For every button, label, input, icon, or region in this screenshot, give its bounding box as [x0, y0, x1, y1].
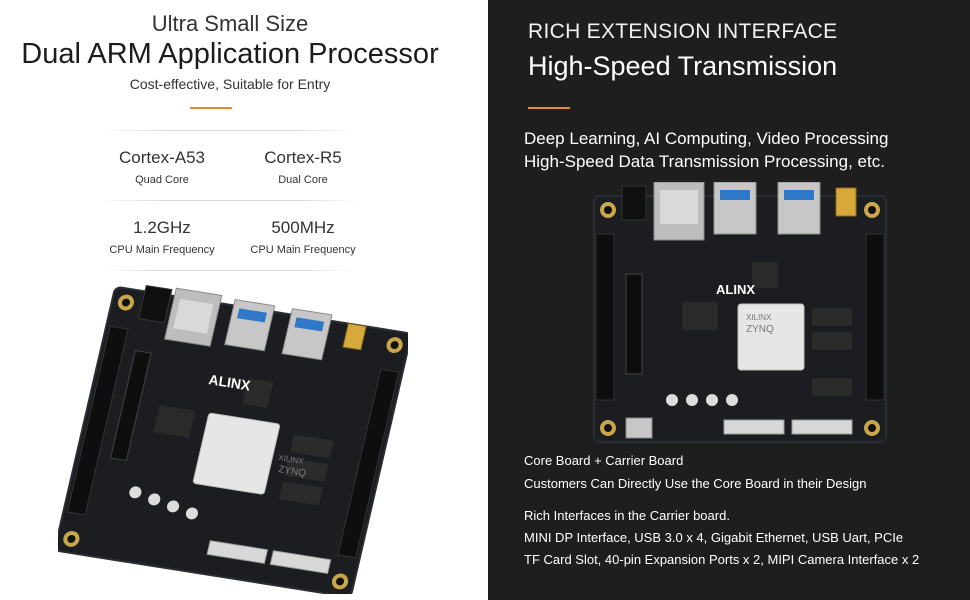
right-kicker: RICH EXTENSION INTERFACE: [528, 20, 838, 43]
board-photo-left: ALINX XILINX ZYNQ: [58, 284, 408, 594]
right-tagline-2: High-Speed Data Transmission Processing,…: [524, 152, 885, 171]
soc-name-left: ZYNQ: [278, 464, 307, 479]
soc-brand-right: XILINX: [746, 313, 772, 322]
spec-freq-r5: 500MHz CPU Main Frequency: [233, 218, 373, 256]
soc-name-right: ZYNQ: [746, 324, 774, 335]
right-title: High-Speed Transmission: [528, 51, 838, 81]
spec-caption: CPU Main Frequency: [109, 244, 215, 256]
spec-divider-top: [100, 130, 360, 131]
spec-cortex-r5: Cortex-R5 Dual Core: [233, 148, 373, 186]
spec-caption: CPU Main Frequency: [250, 244, 356, 256]
right-note-core-carrier: Core Board + Carrier Board: [524, 453, 684, 468]
board-photo-right: ALINX XILINX ZYNQ: [593, 182, 887, 443]
spec-divider-bottom: [100, 270, 360, 271]
board-brand-left: ALINX: [208, 371, 253, 393]
left-accent-rule: [190, 107, 232, 109]
right-note-interface-list-1: MINI DP Interface, USB 3.0 x 4, Gigabit …: [524, 530, 904, 545]
board-brand-right: ALINX: [716, 282, 755, 297]
soc-brand-left: XILINX: [278, 453, 305, 466]
spec-cortex-a53: Cortex-A53 Quad Core: [92, 148, 232, 186]
spec-caption: Dual Core: [278, 174, 328, 186]
left-title: Dual ARM Application Processor: [21, 38, 439, 70]
right-note-core-usage: Customers Can Directly Use the Core Boar…: [524, 476, 867, 491]
spec-value: 500MHz: [271, 218, 335, 237]
spec-freq-a53: 1.2GHz CPU Main Frequency: [92, 218, 232, 256]
spec-caption: Quad Core: [135, 174, 189, 186]
spec-value: Cortex-A53: [119, 148, 205, 167]
right-note-interface-list-2: TF Card Slot, 40-pin Expansion Ports x 2…: [524, 552, 920, 567]
spec-value: Cortex-R5: [264, 148, 342, 167]
spec-divider-middle: [100, 200, 360, 201]
right-accent-rule: [528, 107, 570, 109]
left-subtitle: Cost-effective, Suitable for Entry: [129, 76, 331, 92]
left-kicker: Ultra Small Size: [151, 11, 309, 36]
right-tagline-1: Deep Learning, AI Computing, Video Proce…: [524, 129, 889, 148]
right-note-rich-interfaces: Rich Interfaces in the Carrier board.: [524, 508, 730, 523]
spec-value: 1.2GHz: [133, 218, 191, 237]
